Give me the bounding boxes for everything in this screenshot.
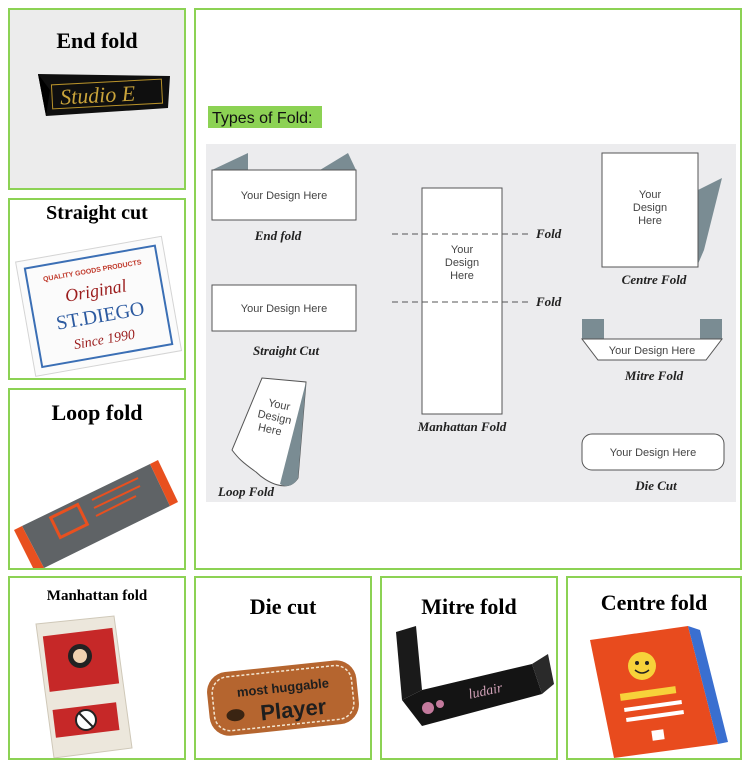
mitre-fold-label-text: ludair xyxy=(467,681,504,703)
manhattan-fold-title: Manhattan fold xyxy=(46,588,148,604)
manhattan-fold-diagram-label: Manhattan Fold xyxy=(417,419,507,434)
mitre-fold-diagram: Your Design Here Mitre Fold xyxy=(580,319,724,383)
die-cut-diagram-label: Die Cut xyxy=(634,478,677,493)
straight-cut-photo: QUALITY GOODS PRODUCTS Original ST.DIEGO… xyxy=(15,235,183,377)
loop-fold-design-line1: Your xyxy=(267,397,292,413)
mitre-fold-diagram-label: Mitre Fold xyxy=(624,368,684,383)
centre-fold-panel: Centre fold xyxy=(566,576,742,760)
manhattan-fold-lower-label: Fold xyxy=(535,294,562,309)
loop-fold-panel: Loop fold xyxy=(8,388,186,570)
straight-cut-panel: Straight cut QUALITY GOODS PRODUCTS Orig… xyxy=(8,198,186,380)
die-cut-diagram: Your Design Here Die Cut xyxy=(581,433,725,493)
centre-fold-design-line2: Design xyxy=(633,202,667,214)
loop-fold-photo xyxy=(14,460,178,568)
loop-fold-diagram: Your Design Here Loop Fold xyxy=(217,377,307,499)
loop-fold-diagram-label: Loop Fold xyxy=(217,484,274,499)
end-fold-photo: Studio E xyxy=(38,74,170,116)
mitre-fold-panel: Mitre fold ludair xyxy=(380,576,558,760)
die-cut-photo: most huggable Player xyxy=(207,660,359,736)
die-cut-design-text: Your Design Here xyxy=(610,447,696,459)
end-fold-label-text: Studio E xyxy=(59,81,136,110)
die-cut-panel: Die cut most huggable Player xyxy=(194,576,372,760)
centre-fold-title: Centre fold xyxy=(600,590,708,615)
loop-fold-design-line3: Here xyxy=(257,422,283,439)
manhattan-fold-design-line1: Your xyxy=(451,244,474,256)
die-cut-title: Die cut xyxy=(249,594,317,619)
end-fold-design-text: Your Design Here xyxy=(241,190,327,202)
manhattan-fold-panel: Manhattan fold xyxy=(8,576,186,760)
straight-cut-diagram: Your Design Here Straight Cut xyxy=(211,284,357,358)
straight-cut-design-text: Your Design Here xyxy=(241,303,327,315)
mitre-fold-title: Mitre fold xyxy=(421,594,517,619)
diagram-heading: Types of Fold: xyxy=(212,110,313,127)
manhattan-fold-upper-label: Fold xyxy=(535,226,562,241)
end-fold-diagram-label: End fold xyxy=(254,228,302,243)
end-fold-panel: End fold Studio E xyxy=(8,8,186,190)
fold-types-diagram-panel: Types of Fold: Your Design Here End fold… xyxy=(194,8,742,570)
centre-fold-design-line1: Your xyxy=(639,189,662,201)
end-fold-title: End fold xyxy=(56,28,138,53)
manhattan-fold-diagram: Your Design Here Fold Fold Manhattan Fol… xyxy=(392,187,562,434)
fold-types-diagram: Types of Fold: Your Design Here End fold… xyxy=(206,106,736,502)
manhattan-fold-photo xyxy=(35,615,133,758)
end-fold-diagram: Your Design Here End fold xyxy=(211,153,357,243)
mitre-fold-photo: ludair xyxy=(396,626,554,726)
centre-fold-photo xyxy=(590,626,728,758)
mitre-fold-design-text: Your Design Here xyxy=(609,345,695,357)
manhattan-fold-design-line2: Design xyxy=(445,257,479,269)
loop-fold-title: Loop fold xyxy=(51,400,143,425)
centre-fold-diagram: Your Design Here Centre Fold xyxy=(601,152,722,287)
straight-cut-title: Straight cut xyxy=(46,202,148,224)
manhattan-fold-design-line3: Here xyxy=(450,270,474,282)
centre-fold-diagram-label: Centre Fold xyxy=(622,272,687,287)
straight-cut-diagram-label: Straight Cut xyxy=(253,343,320,358)
centre-fold-design-line3: Here xyxy=(638,215,662,227)
